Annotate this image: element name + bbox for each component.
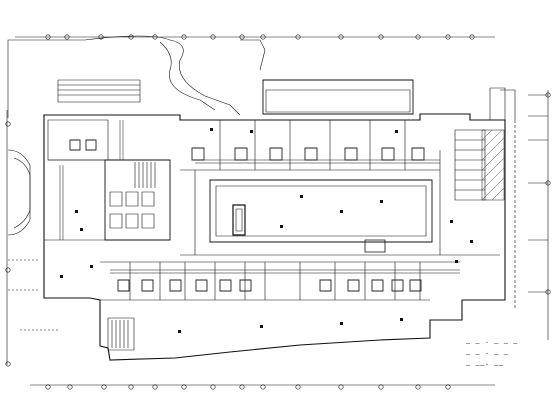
- central-atrium: [210, 180, 432, 242]
- annotation-line-1: — — · — — —: [466, 339, 518, 347]
- lower-left-stair: [108, 318, 134, 350]
- right-stair: [455, 130, 485, 200]
- atrium-vent: [365, 240, 385, 252]
- top-grid-markers: [46, 35, 474, 39]
- left-exterior-marks: [8, 260, 60, 330]
- top-machine-room-inner: [266, 90, 410, 112]
- hatched-shaft: [482, 130, 504, 200]
- left-curved-inner: [14, 158, 30, 228]
- right-edge-step: [500, 90, 515, 120]
- left-grid-markers: [6, 122, 10, 366]
- atrium-equipment-column: [233, 205, 245, 235]
- site-boundary: [8, 36, 240, 118]
- hvac-units-lower: [118, 280, 421, 291]
- site-curve-right: [240, 40, 265, 70]
- upper-room-partitions: [220, 120, 405, 170]
- top-canopy-roof: [58, 80, 140, 102]
- air-diffusers: [60, 128, 473, 333]
- ductwork: [60, 120, 460, 273]
- annotation-line-3: — ——· ——: [466, 361, 504, 369]
- lower-room-partitions: [100, 262, 460, 300]
- top-machine-room: [263, 80, 413, 114]
- building-outline: [44, 114, 505, 360]
- core-stair-treads: [135, 162, 155, 188]
- sheet-annotation-block: — — · — — — — — · — — — ——· ——: [466, 338, 556, 371]
- canopy-roof-ribs: [58, 85, 140, 95]
- left-curved-entrance: [8, 150, 30, 235]
- atrium-equipment-column-inner: [236, 209, 242, 231]
- lift-shafts: [110, 192, 154, 228]
- right-stair-treads: [455, 140, 485, 190]
- annotation-line-2: — — · — —: [466, 350, 509, 358]
- site-curve-upper: [160, 42, 215, 110]
- central-atrium-inner: [216, 186, 426, 236]
- right-entrance-tower: [490, 88, 505, 120]
- bottom-grid-markers: [46, 385, 450, 389]
- right-grid-ticks: [528, 95, 548, 292]
- lower-left-stair-treads: [112, 320, 128, 348]
